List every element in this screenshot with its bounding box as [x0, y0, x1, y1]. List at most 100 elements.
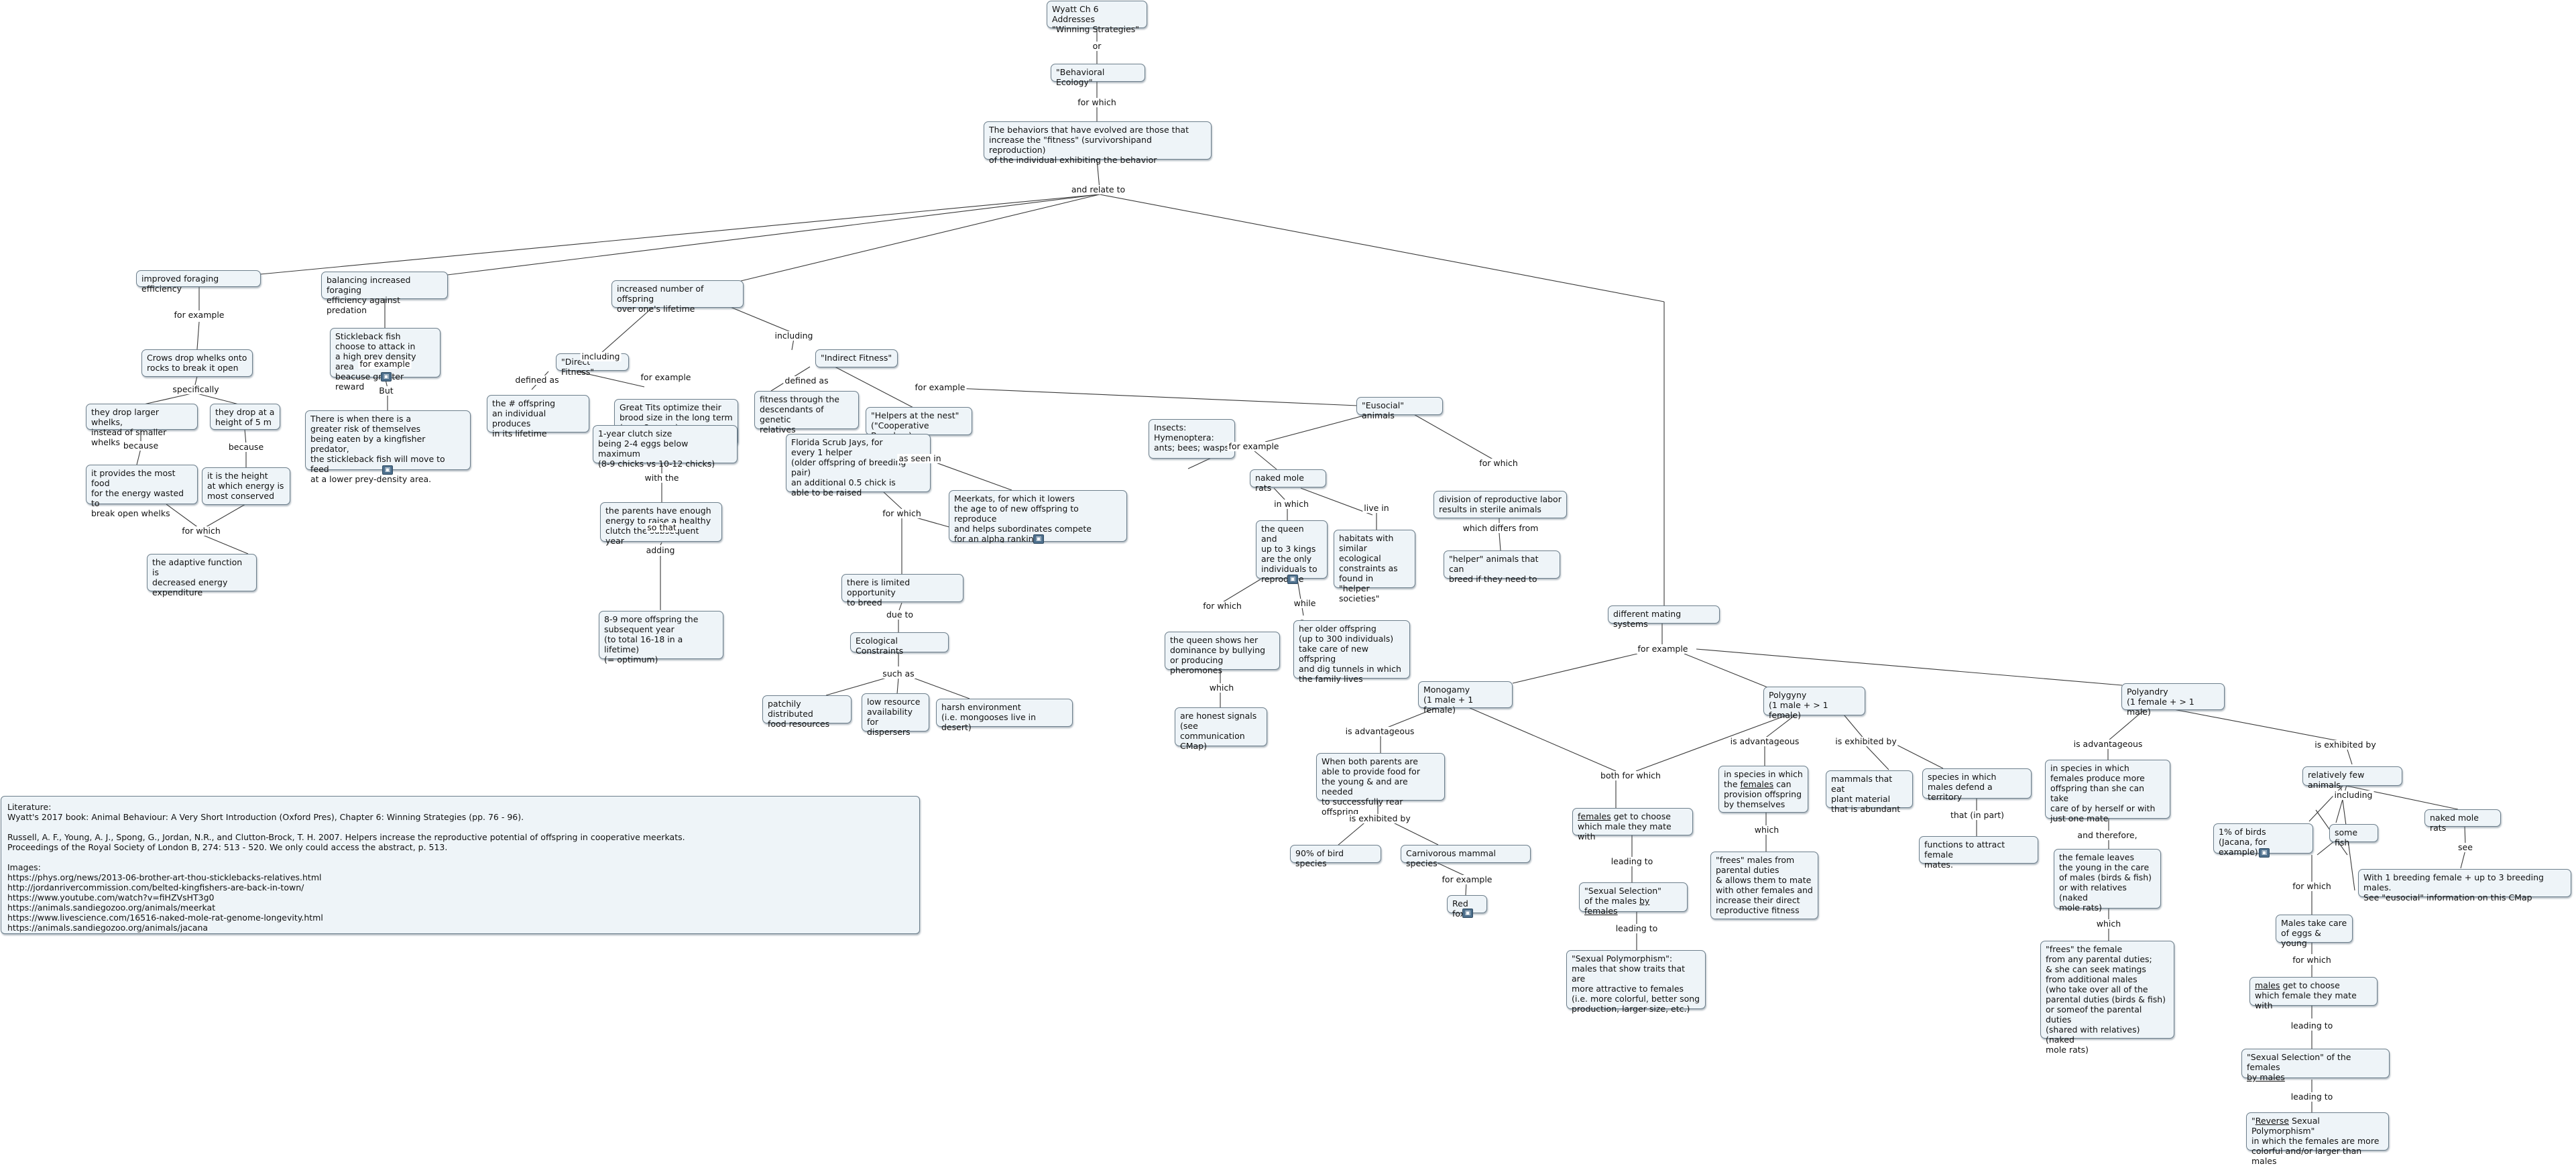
- concept-females-choose[interactable]: females get to choose which male they ma…: [1572, 808, 1693, 841]
- concept-behavioral-ecology[interactable]: "Behavioral Ecology": [1051, 64, 1145, 87]
- concept-queen-dominance[interactable]: the queen shows her dominance by bullyin…: [1165, 632, 1280, 675]
- concept-genetic-relatives[interactable]: fitness through the descendants of genet…: [754, 391, 859, 434]
- link-label-defined-as: defined as: [514, 375, 561, 385]
- concept-eusocial[interactable]: "Eusocial" animals: [1356, 397, 1443, 420]
- concept-clutch-size[interactable]: 1-year clutch size being 2-4 eggs below …: [593, 425, 738, 469]
- concept-indirect-fitness[interactable]: "Indirect Fitness": [815, 349, 898, 367]
- image-attachment-icon[interactable]: ▣: [2259, 848, 2270, 858]
- link-label-for-example: for example: [1227, 441, 1281, 451]
- link-label-because: because: [227, 442, 266, 452]
- link-label-for-example: for example: [358, 359, 412, 369]
- concept-ecological-constraints[interactable]: Ecological Constraints: [850, 632, 949, 656]
- by-females-emphasis: by females: [1584, 896, 1650, 916]
- concept-naked-mole-rats-eusocial[interactable]: naked mole rats: [1250, 469, 1326, 493]
- concept-polyandry[interactable]: Polyandry (1 female + > 1 male): [2121, 683, 2225, 717]
- image-attachment-icon[interactable]: ▣: [1462, 909, 1473, 918]
- link-label-for-example: for example: [639, 372, 693, 382]
- females-emphasis: females: [1740, 779, 1774, 789]
- concept-males-care[interactable]: Males take care of eggs & young: [2276, 915, 2353, 948]
- concept-sexual-selection-females[interactable]: "Sexual Selection" of the females by mal…: [2241, 1049, 2390, 1082]
- concept-height-5m[interactable]: they drop at a height of 5 m: [210, 404, 280, 430]
- concept-increased-offspring[interactable]: increased number of offspring over one's…: [611, 280, 744, 314]
- link-label-specifically: specifically: [171, 384, 221, 394]
- concept-helpers-nest[interactable]: "Helpers at the nest" ("Cooperative Bree…: [866, 407, 972, 441]
- males-emphasis: males: [2255, 980, 2280, 990]
- concept-sexual-selection-males[interactable]: "Sexual Selection" of the males by femal…: [1579, 882, 1688, 916]
- link-label-and-relate-to: and relate to: [1069, 184, 1127, 194]
- concept-breeding-female[interactable]: With 1 breeding female + up to 3 breedin…: [2358, 869, 2571, 902]
- literature-references[interactable]: Literature: Wyatt's 2017 book: Animal Be…: [1, 796, 920, 934]
- concept-more-offspring[interactable]: 8-9 more offspring the subsequent year (…: [599, 611, 723, 664]
- concept-naked-mole-rats-polyandry[interactable]: naked mole rats: [2424, 809, 2501, 833]
- concept-female-leaves-young[interactable]: the female leaves the young in the care …: [2054, 849, 2161, 913]
- concept-patchy-food[interactable]: patchily distributed food resources: [762, 695, 852, 729]
- image-attachment-icon[interactable]: ▣: [1033, 534, 1044, 544]
- concept-older-offspring[interactable]: her older offspring (up to 300 individua…: [1293, 620, 1410, 684]
- concept-reproductive-labor[interactable]: division of reproductive labor results i…: [1433, 491, 1567, 518]
- image-attachment-icon[interactable]: ▣: [1287, 575, 1298, 584]
- link-label-which: which: [1208, 683, 1236, 693]
- link-label-such-as: such as: [881, 668, 916, 679]
- link-label-including: including: [773, 331, 815, 341]
- concept-territory-males[interactable]: species in which males defend a territor…: [1922, 768, 2032, 802]
- concept-plant-eaters[interactable]: mammals that eat plant material that is …: [1826, 770, 1913, 814]
- link-label-leading-to: leading to: [2289, 1092, 2335, 1102]
- reverse-emphasis: Reverse: [2255, 1116, 2289, 1126]
- concept-crows-whelks[interactable]: Crows drop whelks onto rocks to break it…: [141, 349, 253, 377]
- link-label-for-which: for which: [2291, 955, 2333, 965]
- concept-males-choose[interactable]: males get to choose which female they ma…: [2249, 977, 2378, 1010]
- females-emphasis: females: [1578, 811, 1611, 821]
- concept-bird-species[interactable]: 90% of bird species: [1290, 845, 1381, 868]
- sexual-selection-males-text: "Sexual Selection" of the males: [1584, 886, 1661, 906]
- concept-improved-foraging[interactable]: improved foraging efficiency: [136, 270, 261, 294]
- image-attachment-icon[interactable]: ▣: [382, 465, 393, 475]
- concept-balancing-foraging[interactable]: balancing increased foraging efficiency …: [321, 272, 448, 315]
- concept-few-animals[interactable]: relatively few animals: [2302, 766, 2402, 790]
- concept-honest-signals[interactable]: are honest signals (see communication CM…: [1175, 707, 1267, 751]
- concept-sexual-polymorphism[interactable]: "Sexual Polymorphism": males that show t…: [1566, 950, 1706, 1014]
- concept-harsh-environment[interactable]: harsh environment (i.e. mongooses live i…: [936, 699, 1073, 732]
- concept-frees-males[interactable]: "frees" males from parental duties & all…: [1710, 852, 1818, 919]
- concept-adaptive-function[interactable]: the adaptive function is decreased energ…: [147, 554, 257, 597]
- link-label-is-advantageous: is advantageous: [1729, 736, 1801, 746]
- link-label-is-exhibited-by: is exhibited by: [2313, 740, 2378, 750]
- concept-females-provision[interactable]: in species in which the females can prov…: [1718, 766, 1808, 813]
- link-label-as-seen-in: as seen in: [897, 453, 943, 463]
- concept-most-food[interactable]: it provides the most food for the energy…: [86, 465, 198, 518]
- females-choose-text: get to choose which male they mate with: [1578, 811, 1672, 841]
- concept-attract-females[interactable]: functions to attract female mates.: [1919, 836, 2038, 870]
- concept-chapter-title[interactable]: Wyatt Ch 6 Addresses "Winning Strategies…: [1047, 1, 1147, 34]
- concept-queen-kings[interactable]: the queen and up to 3 kings are the only…: [1256, 520, 1328, 584]
- link-label-see: see: [2457, 842, 2474, 852]
- concept-both-parents[interactable]: When both parents are able to provide fo…: [1316, 753, 1445, 817]
- males-choose-text: get to choose which female they mate wit…: [2255, 980, 2357, 1010]
- concept-meerkats[interactable]: Meerkats, for which it lowers the age to…: [949, 490, 1127, 544]
- link-label-including: including: [2333, 790, 2374, 800]
- concept-polygyny[interactable]: Polygyny (1 male + > 1 female): [1763, 687, 1865, 720]
- link-label-leading-to: leading to: [1614, 923, 1659, 933]
- concept-helper-animals[interactable]: "helper" animals that can breed if they …: [1444, 550, 1560, 584]
- concept-stickleback[interactable]: Stickleback fish choose to attack in a h…: [330, 328, 441, 392]
- concept-females-more-offspring[interactable]: in species in which females produce more…: [2045, 760, 2170, 823]
- concept-larger-whelks[interactable]: they drop larger whelks, instead of smal…: [86, 404, 198, 447]
- link-label-for-example: for example: [172, 310, 226, 320]
- concept-carnivorous-mammals[interactable]: Carnivorous mammal species: [1401, 845, 1531, 868]
- link-label-is-exhibited-by: is exhibited by: [1834, 736, 1898, 746]
- concept-low-resource[interactable]: low resource availability for dispersers: [862, 693, 929, 737]
- image-attachment-icon[interactable]: ▣: [381, 372, 392, 382]
- link-label-with-the: with the: [643, 473, 681, 483]
- concept-habitats-constraints[interactable]: habitats with similar ecological constra…: [1334, 530, 1415, 603]
- concept-monogamy[interactable]: Monogamy (1 male + 1 female): [1418, 681, 1513, 715]
- concept-some-fish[interactable]: some fish: [2329, 824, 2378, 848]
- concept-number-offspring[interactable]: the # offspring an individual produces i…: [487, 395, 589, 439]
- concept-reverse-polymorphism[interactable]: "Reverse Sexual Polymorphism" in which t…: [2246, 1112, 2389, 1166]
- concept-limited-opportunity[interactable]: there is limited opportunity to breed: [841, 574, 963, 607]
- females-provision-text-a: in species in which the: [1724, 769, 1803, 789]
- concept-frees-female[interactable]: "frees" the female from any parental dut…: [2040, 941, 2174, 1055]
- concept-insects[interactable]: Insects: Hymenoptera: ants; bees; wasps: [1149, 419, 1235, 459]
- link-label-which: which: [1753, 825, 1781, 835]
- concept-mating-systems[interactable]: different mating systems: [1608, 605, 1720, 629]
- concept-kingfisher-risk[interactable]: There is when there is a greater risk of…: [305, 410, 471, 484]
- concept-fitness-definition[interactable]: The behaviors that have evolved are thos…: [984, 121, 1212, 165]
- concept-energy-conserved[interactable]: it is the height at which energy is most…: [202, 467, 290, 505]
